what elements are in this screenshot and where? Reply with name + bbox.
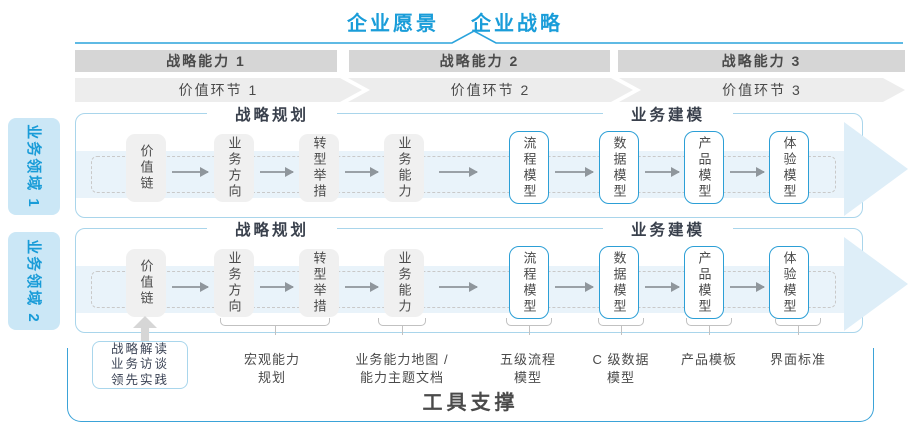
flow-arrow-icon bbox=[645, 282, 680, 291]
annotation-line: 五级流程 bbox=[499, 352, 556, 367]
box-product-model: 产品模型 bbox=[684, 246, 724, 319]
box-business-direction: 业务方向 bbox=[214, 249, 254, 317]
capability-bar-1-label: 战略能力 1 bbox=[166, 53, 246, 69]
annotation-line: 界面标准 bbox=[769, 352, 826, 367]
strategy-planning-title: 战略规划 bbox=[207, 103, 337, 125]
annotation-product-template: 产品模板 bbox=[644, 351, 774, 369]
box-product-model: 产品模型 bbox=[684, 131, 724, 204]
annotation-ui-standard: 界面标准 bbox=[733, 351, 863, 369]
value-link-2: 价值环节 2 bbox=[348, 78, 633, 102]
domain-label-1: 业务领域 1 bbox=[8, 118, 60, 215]
box-transformation-initiatives: 转型举措 bbox=[299, 134, 339, 202]
flow-arrow-icon bbox=[439, 167, 478, 176]
domain-label-2: 业务领域 2 bbox=[8, 232, 60, 330]
box-experience-model: 体验模型 bbox=[769, 131, 809, 204]
box-transformation-initiatives: 转型举措 bbox=[299, 249, 339, 317]
annotation-line: 能力主题文档 bbox=[359, 369, 444, 385]
value-link-2-label: 价值环节 2 bbox=[450, 82, 531, 98]
value-link-1: 价值环节 1 bbox=[75, 78, 362, 102]
flow-arrow-icon bbox=[345, 282, 379, 291]
capability-bar-3-label: 战略能力 3 bbox=[721, 53, 802, 69]
box-business-direction: 业务方向 bbox=[214, 134, 254, 202]
capability-bar-1: 战略能力 1 bbox=[75, 50, 337, 72]
box-process-model: 流程模型 bbox=[509, 246, 549, 319]
tool-support-container: 工具支撑 bbox=[67, 348, 874, 422]
business-modeling-title: 业务建模 bbox=[603, 218, 733, 240]
value-link-3: 价值环节 3 bbox=[619, 78, 905, 102]
flow-arrow-icon bbox=[172, 282, 209, 291]
strategy-planning-title: 战略规划 bbox=[207, 218, 337, 240]
header-pointer-line bbox=[75, 30, 903, 44]
domain-label-2-text: 业务领域 2 bbox=[24, 238, 42, 324]
tool-support-title: 工具支撑 bbox=[422, 392, 519, 414]
domain-label-1-text: 业务领域 1 bbox=[24, 124, 42, 209]
business-modeling-title: 业务建模 bbox=[603, 103, 733, 125]
flow-arrow-icon bbox=[730, 282, 765, 291]
flow-arrow-head-icon bbox=[844, 122, 908, 216]
box-value-chain: 价值链 bbox=[126, 249, 166, 317]
enterprise-vision-title: 企业愿景 bbox=[347, 13, 439, 35]
flow-arrow-icon bbox=[345, 167, 379, 176]
box-value-chain: 价值链 bbox=[126, 134, 166, 202]
annotation-line: 宏观能力 bbox=[243, 352, 300, 367]
flow-arrow-icon bbox=[555, 167, 594, 176]
dashed-pipeline bbox=[91, 156, 836, 193]
flow-arrow-icon bbox=[645, 167, 680, 176]
annotation-line: 模型 bbox=[513, 369, 542, 385]
practice-note-line: 业务访谈 bbox=[110, 357, 169, 372]
enterprise-strategy-title: 企业战略 bbox=[471, 13, 563, 35]
dashed-pipeline bbox=[91, 271, 836, 308]
practice-note-box: 战略解读 业务访谈 领先实践 bbox=[92, 341, 188, 389]
annotation-line: C 级数据 bbox=[592, 352, 650, 367]
bracket-icon bbox=[598, 318, 644, 335]
vision-strategy-header: 企业愿景 企业战略 bbox=[0, 7, 910, 36]
box-data-model: 数据模型 bbox=[599, 131, 639, 204]
practice-note-line: 战略解读 bbox=[110, 342, 169, 357]
flow-arrow-icon bbox=[260, 282, 294, 291]
box-process-model: 流程模型 bbox=[509, 131, 549, 204]
practice-note-line: 领先实践 bbox=[110, 372, 169, 387]
bracket-icon bbox=[686, 318, 732, 335]
bracket-icon bbox=[506, 318, 552, 335]
capability-bar-2: 战略能力 2 bbox=[349, 50, 610, 72]
capability-bar-3: 战略能力 3 bbox=[618, 50, 905, 72]
annotation-line: 产品模板 bbox=[680, 352, 737, 367]
bracket-icon bbox=[220, 318, 330, 335]
annotation-line: 业务能力地图 / bbox=[355, 352, 449, 367]
annotation-line: 规划 bbox=[257, 369, 286, 385]
value-link-3-label: 价值环节 3 bbox=[722, 82, 802, 98]
flow-arrow-icon bbox=[555, 282, 594, 291]
flow-arrow-icon bbox=[439, 282, 478, 291]
bracket-icon bbox=[775, 318, 821, 335]
annotation-l5-process-model: 五级流程 模型 bbox=[463, 351, 593, 386]
annotation-capability-map: 业务能力地图 / 能力主题文档 bbox=[337, 351, 467, 386]
flow-arrow-icon bbox=[172, 167, 209, 176]
flow-arrow-icon bbox=[260, 167, 294, 176]
box-business-capability: 业务能力 bbox=[384, 249, 424, 317]
box-data-model: 数据模型 bbox=[599, 246, 639, 319]
domain-2-panel: 战略规划 业务建模 价值链 业务方向 转型举措 业务能力 流程模型 数据模型 产… bbox=[75, 218, 908, 333]
flow-arrow-icon bbox=[730, 167, 765, 176]
box-business-capability: 业务能力 bbox=[384, 134, 424, 202]
capability-bar-2-label: 战略能力 2 bbox=[439, 53, 520, 69]
domain-1-panel: 战略规划 业务建模 价值链 业务方向 转型举措 业务能力 流程模型 数据模型 产… bbox=[75, 103, 908, 218]
flow-arrow-head-icon bbox=[844, 237, 908, 331]
box-experience-model: 体验模型 bbox=[769, 246, 809, 319]
annotation-c-level-data-model: C 级数据 模型 bbox=[556, 351, 686, 386]
value-link-1-label: 价值环节 1 bbox=[178, 82, 259, 98]
annotation-macro-capability: 宏观能力 规划 bbox=[207, 351, 337, 386]
bracket-icon bbox=[378, 318, 426, 335]
annotation-line: 模型 bbox=[606, 369, 635, 385]
